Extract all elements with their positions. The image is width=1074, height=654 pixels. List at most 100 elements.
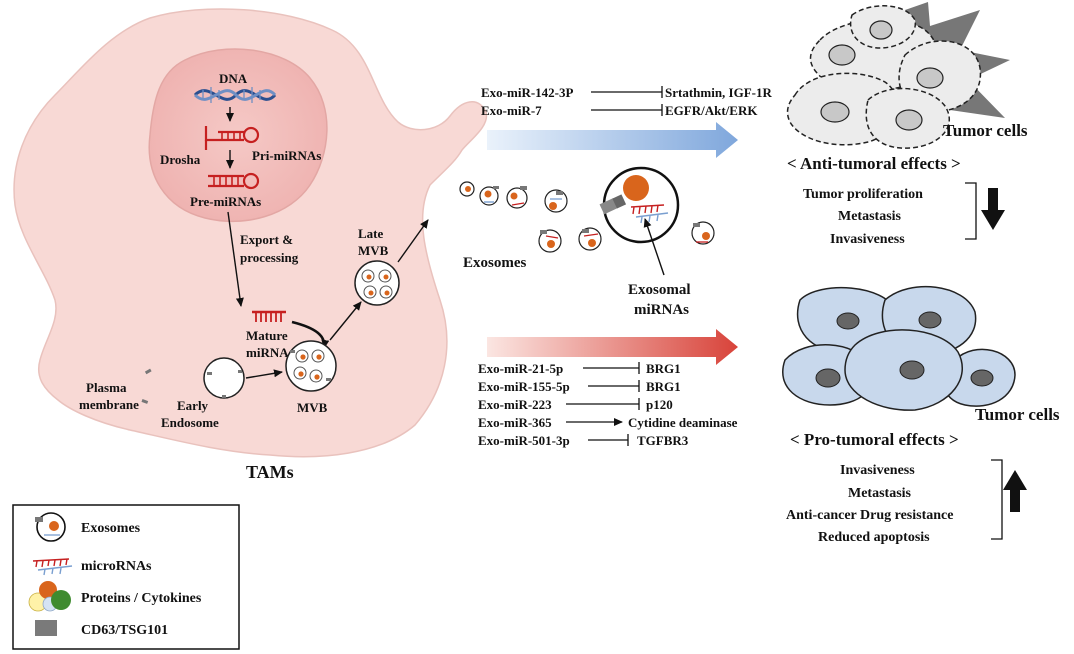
anti-tumor-cells-label: Tumor cells (943, 121, 1028, 140)
tumor-nucleus (820, 101, 850, 123)
anti-mirna-label: Exo-miR-7 (481, 103, 542, 118)
pri-mirna-label: Pri-miRNAs (252, 148, 321, 163)
dna-label: DNA (219, 71, 248, 86)
pro-effect-item: Invasiveness (840, 463, 915, 478)
anti-target-label: Srtathmin, IGF-1R (665, 85, 773, 100)
pri-mirna-hairpin-icon (204, 126, 260, 150)
late-mvb (354, 260, 400, 306)
exosomal-mirnas-label-line2: miRNAs (634, 302, 689, 318)
nucleus-membrane (148, 48, 328, 223)
exosome-icon (578, 227, 602, 251)
pro-mirna-list: Exo-miR-21-5p BRG1 Exo-miR-155-5p BRG1 E… (478, 361, 738, 448)
tumor-nucleus (970, 369, 994, 387)
pro-target-label: Cytidine deaminase (628, 415, 738, 430)
anti-target-label: EGFR/Akt/ERK (665, 103, 758, 118)
pro-mirna-label: Exo-miR-501-3p (478, 433, 570, 448)
pro-gradient-arrow (487, 329, 738, 365)
exosomes-cluster (459, 166, 715, 253)
exosomal-mirnas-label-line1: Exosomal (628, 282, 691, 298)
tumor-nucleus (869, 20, 893, 40)
mature-label-line1: Mature (246, 328, 288, 343)
legend-label: Proteins / Cytokines (81, 591, 202, 606)
pro-mirna-label: Exo-miR-155-5p (478, 379, 570, 394)
export-label-line2: processing (240, 250, 299, 265)
tumor-nucleus (815, 368, 841, 388)
pro-tumor-cells (782, 286, 1016, 411)
tumor-nucleus (836, 312, 860, 330)
anti-mirna-list: Exo-miR-142-3P Srtathmin, IGF-1R Exo-miR… (481, 85, 773, 118)
dna-helix-icon (193, 87, 277, 103)
anti-effect-item: Metastasis (838, 209, 902, 224)
anti-gradient-arrow (487, 122, 738, 158)
legend-exosome-icon (35, 512, 66, 542)
anti-effect-item: Tumor proliferation (803, 187, 923, 202)
legend-box: Exosomes microRNAs (12, 504, 240, 650)
legend-label: CD63/TSG101 (81, 623, 168, 638)
plasma-membrane-label-line2: membrane (79, 397, 139, 412)
pro-effects-title: < Pro-tumoral effects > (790, 430, 959, 449)
increase-arrow-icon (1003, 470, 1027, 512)
nucleus: DNA Pri-miRNAs Drosha (148, 48, 328, 223)
exosomes-label: Exosomes (463, 255, 526, 271)
early-endosome-label-line1: Early (177, 398, 209, 413)
pre-mirna-hairpin-icon (208, 172, 260, 190)
anti-effect-item: Invasiveness (830, 232, 905, 247)
anti-effects-title: < Anti-tumoral effects > (787, 154, 961, 173)
anti-effects-bracket (965, 182, 977, 240)
pro-effect-item: Metastasis (848, 486, 912, 501)
pre-mirna-label: Pre-miRNAs (190, 194, 261, 209)
pro-effect-item: Anti-cancer Drug resistance (786, 508, 953, 523)
mature-mirna-icon (252, 310, 286, 322)
pro-target-label: TGFBR3 (637, 433, 689, 448)
membrane-pit (430, 199, 468, 223)
pro-mirna-label: Exo-miR-365 (478, 415, 552, 430)
exosome-icon (691, 221, 715, 245)
exosome-icon (506, 186, 528, 209)
tumor-nucleus (895, 109, 923, 131)
macrophage-membrane (13, 8, 488, 458)
late-mvb-label-line2: MVB (358, 243, 389, 258)
pro-target-label: p120 (646, 397, 673, 412)
drosha-label: Drosha (160, 152, 201, 167)
membrane-marker (144, 368, 152, 375)
early-endosome-label-line2: Endosome (161, 415, 219, 430)
late-to-membrane-arrow (397, 219, 429, 263)
pro-tumor-cells-label: Tumor cells (975, 405, 1060, 424)
legend-cd63-icon (35, 620, 57, 636)
exosomal-mirna-pointer (643, 218, 665, 276)
plasma-membrane-label-line1: Plasma (86, 380, 127, 395)
anti-tumor-cells (786, 2, 1010, 149)
exosome-icon (479, 186, 499, 206)
export-arrow (227, 211, 244, 307)
pro-mirna-label: Exo-miR-21-5p (478, 361, 563, 376)
legend-label: microRNAs (81, 559, 152, 574)
mvb (285, 340, 337, 392)
decrease-arrow-icon (981, 188, 1005, 230)
mature-label-line2: miRNAs (246, 345, 294, 360)
early-endosome (203, 357, 245, 399)
tams-label: TAMs (246, 462, 294, 482)
mvb-to-late-arrow (329, 301, 362, 341)
tumor-nucleus (918, 311, 942, 329)
tumor-nucleus (899, 360, 925, 380)
large-exosome-icon (599, 166, 680, 244)
export-label-line1: Export & (240, 232, 293, 247)
legend-label: Exosomes (81, 521, 141, 536)
macrophage-cell (13, 8, 488, 458)
tumor-nucleus (916, 67, 944, 89)
exosome-icon (538, 229, 562, 253)
tumor-nucleus (828, 44, 856, 66)
membrane-marker (141, 399, 149, 404)
early-to-mvb-arrow (245, 369, 283, 379)
exosome-icon (544, 189, 568, 213)
pro-effect-item: Reduced apoptosis (818, 530, 930, 545)
anti-mirna-label: Exo-miR-142-3P (481, 85, 573, 100)
legend-proteins-icon (28, 581, 71, 612)
legend-microrna-icon (32, 558, 73, 576)
late-mvb-label-line1: Late (358, 226, 384, 241)
pro-target-label: BRG1 (646, 379, 681, 394)
mvb-label: MVB (297, 400, 328, 415)
pro-mirna-label: Exo-miR-223 (478, 397, 552, 412)
pro-target-label: BRG1 (646, 361, 681, 376)
